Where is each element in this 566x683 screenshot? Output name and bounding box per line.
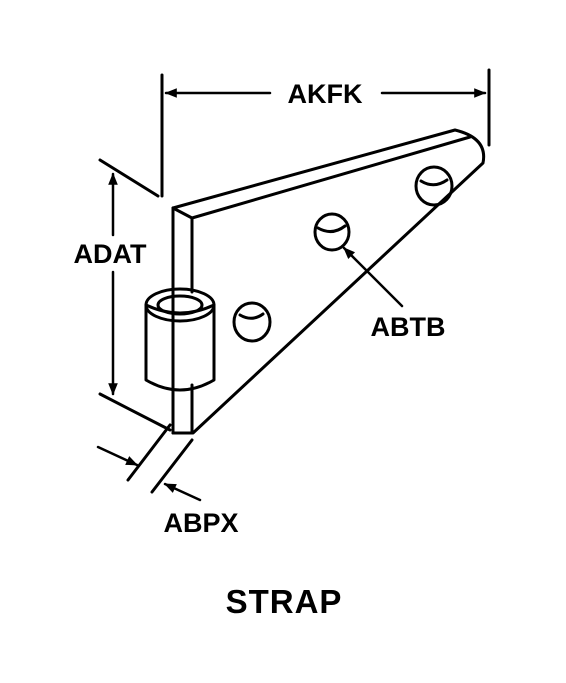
leader-abtb xyxy=(342,246,404,308)
hole-lower xyxy=(232,301,272,343)
dimension-abpx xyxy=(96,423,202,502)
dimension-adat xyxy=(98,158,172,432)
hole-upper xyxy=(414,165,454,207)
diagram-title: STRAP xyxy=(226,583,343,620)
width-dimension-label: AKFK xyxy=(288,79,363,109)
height-dimension-label: ADAT xyxy=(74,239,147,269)
strap-plate xyxy=(171,128,486,435)
hinge-knuckle xyxy=(144,287,216,392)
dimension-akfk xyxy=(160,68,491,198)
thickness-dimension-label: ABPX xyxy=(163,508,238,538)
hole-middle xyxy=(313,212,351,252)
hole-dimension-label: ABTB xyxy=(371,312,446,342)
